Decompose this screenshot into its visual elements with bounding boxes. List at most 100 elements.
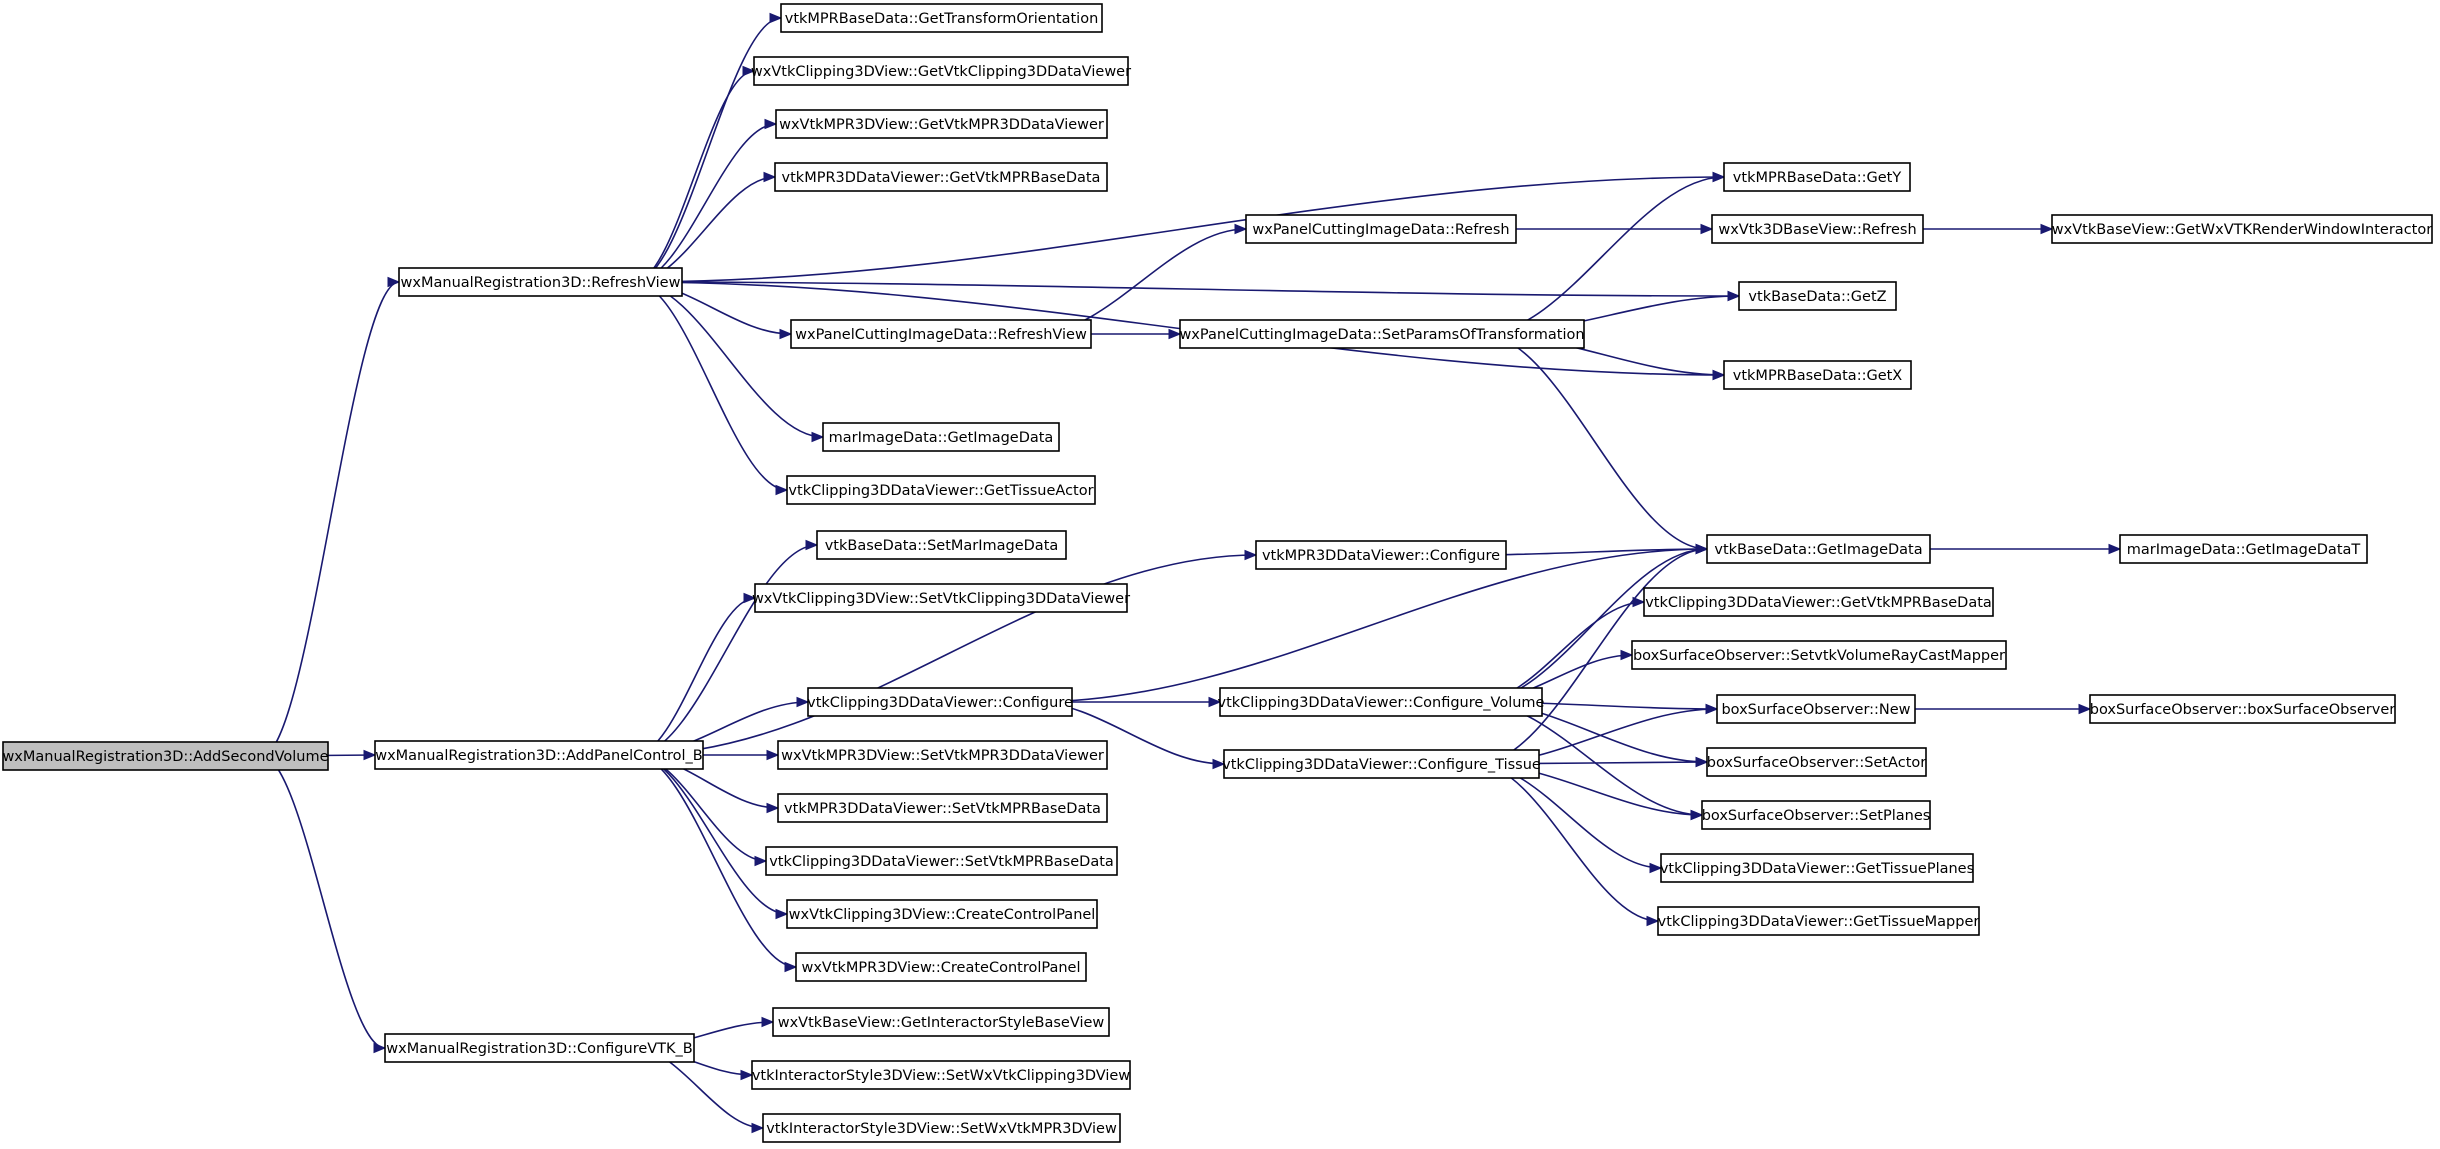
- graph-node-set-wx-vtk-mpr3d-view[interactable]: vtkInteractorStyle3DView::SetWxVtkMPR3DV…: [762, 1113, 1121, 1143]
- edge-add_panel_control_b-to-set_vtk_clipping3d_data_viewer: [635, 597, 756, 756]
- graph-node-get-x[interactable]: vtkMPRBaseData::GetX: [1723, 360, 1912, 390]
- node-label: wxVtkClipping3DView::CreateControlPanel: [789, 907, 1096, 923]
- node-label: vtkInteractorStyle3DView::SetWxVtkMPR3DV…: [766, 1121, 1117, 1137]
- node-label: vtkClipping3DDataViewer::SetVtkMPRBaseDa…: [769, 854, 1114, 870]
- graph-node-clip3d-create-control-panel[interactable]: wxVtkClipping3DView::CreateControlPanel: [786, 899, 1098, 929]
- edge-arrowhead: [1649, 862, 1663, 874]
- graph-node-configure-volume[interactable]: vtkClipping3DDataViewer::Configure_Volum…: [1218, 687, 1545, 717]
- graph-node-box-new[interactable]: boxSurfaceObserver::New: [1716, 694, 1916, 724]
- edge-arrowhead: [1620, 649, 1634, 661]
- node-box: [774, 162, 1108, 192]
- node-box: [775, 109, 1108, 139]
- edge-arrowhead: [775, 908, 789, 920]
- node-label: vtkBaseData::GetZ: [1748, 289, 1886, 305]
- graph-node-get-vtk-clipping3d-data-viewer[interactable]: wxVtkClipping3DView::GetVtkClipping3DDat…: [751, 56, 1131, 86]
- edge-add_second_volume-to-refresh_view: [261, 281, 400, 757]
- graph-node-get-transform-orientation[interactable]: vtkMPRBaseData::GetTransformOrientation: [780, 3, 1103, 33]
- graph-node-get-tissue-planes[interactable]: vtkClipping3DDataViewer::GetTissuePlanes: [1660, 853, 1974, 883]
- node-label: wxVtkMPR3DView::CreateControlPanel: [801, 960, 1080, 976]
- graph-node-set-wx-vtk-clipping3d-view[interactable]: vtkInteractorStyle3DView::SetWxVtkClippi…: [751, 1060, 1131, 1090]
- nodes-layer: wxManualRegistration3D::AddSecondVolumew…: [2, 3, 2433, 1143]
- node-label: boxSurfaceObserver::SetvtkVolumeRayCastM…: [1633, 648, 2005, 664]
- graph-node-get-tissue-mapper[interactable]: vtkClipping3DDataViewer::GetTissueMapper: [1657, 906, 1980, 936]
- node-box: [1738, 281, 1897, 311]
- edge-add_panel_control_b-to-clip3d_create_control_panel: [635, 754, 788, 915]
- edge-add_panel_control_b-to-clip3d_set_vtk_mpr_base_data: [635, 754, 767, 862]
- node-box: [772, 1007, 1110, 1037]
- graph-node-get-y[interactable]: vtkMPRBaseData::GetY: [1723, 162, 1911, 192]
- edge-add_panel_control_b-to-mpr3d_configure: [635, 554, 1257, 756]
- graph-node-clipping-configure[interactable]: vtkClipping3DDataViewer::Configure: [807, 687, 1073, 717]
- node-box: [822, 422, 1060, 452]
- graph-node-get-wx-vtk-render-window-interactor[interactable]: wxVtkBaseView::GetWxVTKRenderWindowInter…: [2051, 214, 2433, 244]
- node-box: [786, 475, 1096, 505]
- graph-node-clip3d-set-vtk-mpr-base-data[interactable]: vtkClipping3DDataViewer::SetVtkMPRBaseDa…: [765, 846, 1118, 876]
- graph-node-mpr3d-configure[interactable]: vtkMPR3DDataViewer::Configure: [1255, 540, 1507, 570]
- graph-node-get-vtk-mpr-base-data[interactable]: vtkMPR3DDataViewer::GetVtkMPRBaseData: [774, 162, 1108, 192]
- node-label: vtkClipping3DDataViewer::GetTissueMapper: [1658, 914, 1980, 930]
- edge-arrowhead: [1212, 758, 1226, 770]
- graph-node-mar-get-image-data[interactable]: marImageData::GetImageData: [822, 422, 1060, 452]
- graph-node-panel-cut-refresh-view[interactable]: wxPanelCuttingImageData::RefreshView: [790, 319, 1092, 349]
- node-box: [777, 740, 1108, 770]
- node-label: vtkBaseData::SetMarImageData: [825, 538, 1059, 554]
- graph-node-get-tissue-actor[interactable]: vtkClipping3DDataViewer::GetTissueActor: [786, 475, 1096, 505]
- node-box: [1245, 214, 1517, 244]
- graph-node-set-params-of-transformation[interactable]: wxPanelCuttingImageData::SetParamsOfTran…: [1179, 319, 1585, 349]
- node-box: [754, 583, 1128, 613]
- edge-add_second_volume-to-configure_vtk_b: [261, 755, 386, 1049]
- node-box: [1657, 906, 1980, 936]
- edge-arrowhead: [387, 276, 401, 288]
- edge-arrowhead: [743, 592, 757, 604]
- node-box: [751, 1060, 1131, 1090]
- graph-node-configure-tissue[interactable]: vtkClipping3DDataViewer::Configure_Tissu…: [1222, 749, 1541, 779]
- node-label: wxManualRegistration3D::ConfigureVTK_B: [386, 1041, 693, 1057]
- node-label: wxManualRegistration3D::AddSecondVolume: [2, 749, 328, 765]
- edge-arrowhead: [1712, 369, 1726, 381]
- graph-node-set-vtk-mpr3d-data-viewer[interactable]: wxVtkMPR3DView::SetVtkMPR3DDataViewer: [777, 740, 1108, 770]
- edge-arrowhead: [775, 484, 789, 496]
- edge-arrowhead: [1700, 223, 1714, 235]
- graph-node-box-set-planes[interactable]: boxSurfaceObserver::SetPlanes: [1701, 800, 1931, 830]
- node-label: vtkClipping3DDataViewer::GetVtkMPRBaseDa…: [1645, 595, 1992, 611]
- graph-node-base-get-image-data[interactable]: vtkBaseData::GetImageData: [1706, 534, 1931, 564]
- edge-arrowhead: [1646, 915, 1660, 927]
- graph-node-vtk3d-refresh[interactable]: wxVtk3DBaseView::Refresh: [1711, 214, 1924, 244]
- graph-node-refresh-view[interactable]: wxManualRegistration3D::RefreshView: [398, 267, 683, 297]
- node-label: wxVtkMPR3DView::SetVtkMPR3DDataViewer: [781, 748, 1104, 764]
- edge-arrowhead: [764, 118, 778, 130]
- graph-node-add-panel-control-b[interactable]: wxManualRegistration3D::AddPanelControl_…: [374, 740, 704, 770]
- graph-node-get-image-data-t[interactable]: marImageData::GetImageDataT: [2119, 534, 2368, 564]
- node-box: [1643, 587, 1994, 617]
- graph-node-box-set-actor[interactable]: boxSurfaceObserver::SetActor: [1706, 747, 1927, 777]
- edge-arrowhead: [784, 961, 798, 973]
- node-label: vtkMPR3DDataViewer::SetVtkMPRBaseData: [784, 801, 1101, 817]
- node-box: [374, 740, 704, 770]
- node-box: [2119, 534, 2368, 564]
- node-box: [780, 3, 1103, 33]
- node-label: vtkClipping3DDataViewer::Configure_Volum…: [1218, 695, 1545, 711]
- graph-node-set-mar-image-data[interactable]: vtkBaseData::SetMarImageData: [816, 530, 1067, 560]
- graph-node-panel-cut-refresh[interactable]: wxPanelCuttingImageData::Refresh: [1245, 214, 1517, 244]
- graph-node-set-vtk-clipping3d-data-viewer[interactable]: wxVtkClipping3DView::SetVtkClipping3DDat…: [752, 583, 1130, 613]
- graph-node-set-vtk-volume-ray-cast-mapper[interactable]: boxSurfaceObserver::SetvtkVolumeRayCastM…: [1631, 640, 2007, 670]
- node-box: [1706, 747, 1927, 777]
- graph-node-mpr3d-create-control-panel[interactable]: wxVtkMPR3DView::CreateControlPanel: [795, 952, 1087, 982]
- node-label: wxVtkBaseView::GetWxVTKRenderWindowInter…: [2052, 222, 2432, 238]
- graph-node-add-second-volume[interactable]: wxManualRegistration3D::AddSecondVolume: [2, 741, 329, 771]
- edge-arrowhead: [779, 328, 793, 340]
- graph-node-get-vtk-mpr-base-data-clip[interactable]: vtkClipping3DDataViewer::GetVtkMPRBaseDa…: [1643, 587, 1994, 617]
- edge-arrowhead: [1632, 596, 1646, 608]
- edge-panel_cut_refresh_view-to-panel_cut_refresh: [1035, 228, 1247, 335]
- edge-arrowhead: [769, 12, 783, 24]
- node-label: vtkMPRBaseData::GetX: [1733, 368, 1903, 384]
- edge-arrowhead: [2108, 543, 2122, 555]
- graph-node-get-interactor-style-base-view[interactable]: wxVtkBaseView::GetInteractorStyleBaseVie…: [772, 1007, 1110, 1037]
- graph-node-get-vtk-mpr3d-data-viewer[interactable]: wxVtkMPR3DView::GetVtkMPR3DDataViewer: [775, 109, 1108, 139]
- edge-arrowhead: [754, 855, 768, 867]
- graph-node-box-surface-observer-ctor[interactable]: boxSurfaceObserver::boxSurfaceObserver: [2089, 694, 2396, 724]
- graph-node-get-z[interactable]: vtkBaseData::GetZ: [1738, 281, 1897, 311]
- graph-node-mpr3d-set-vtk-mpr-base-data[interactable]: vtkMPR3DDataViewer::SetVtkMPRBaseData: [777, 793, 1108, 823]
- graph-node-configure-vtk-b[interactable]: wxManualRegistration3D::ConfigureVTK_B: [384, 1033, 695, 1063]
- node-box: [765, 846, 1118, 876]
